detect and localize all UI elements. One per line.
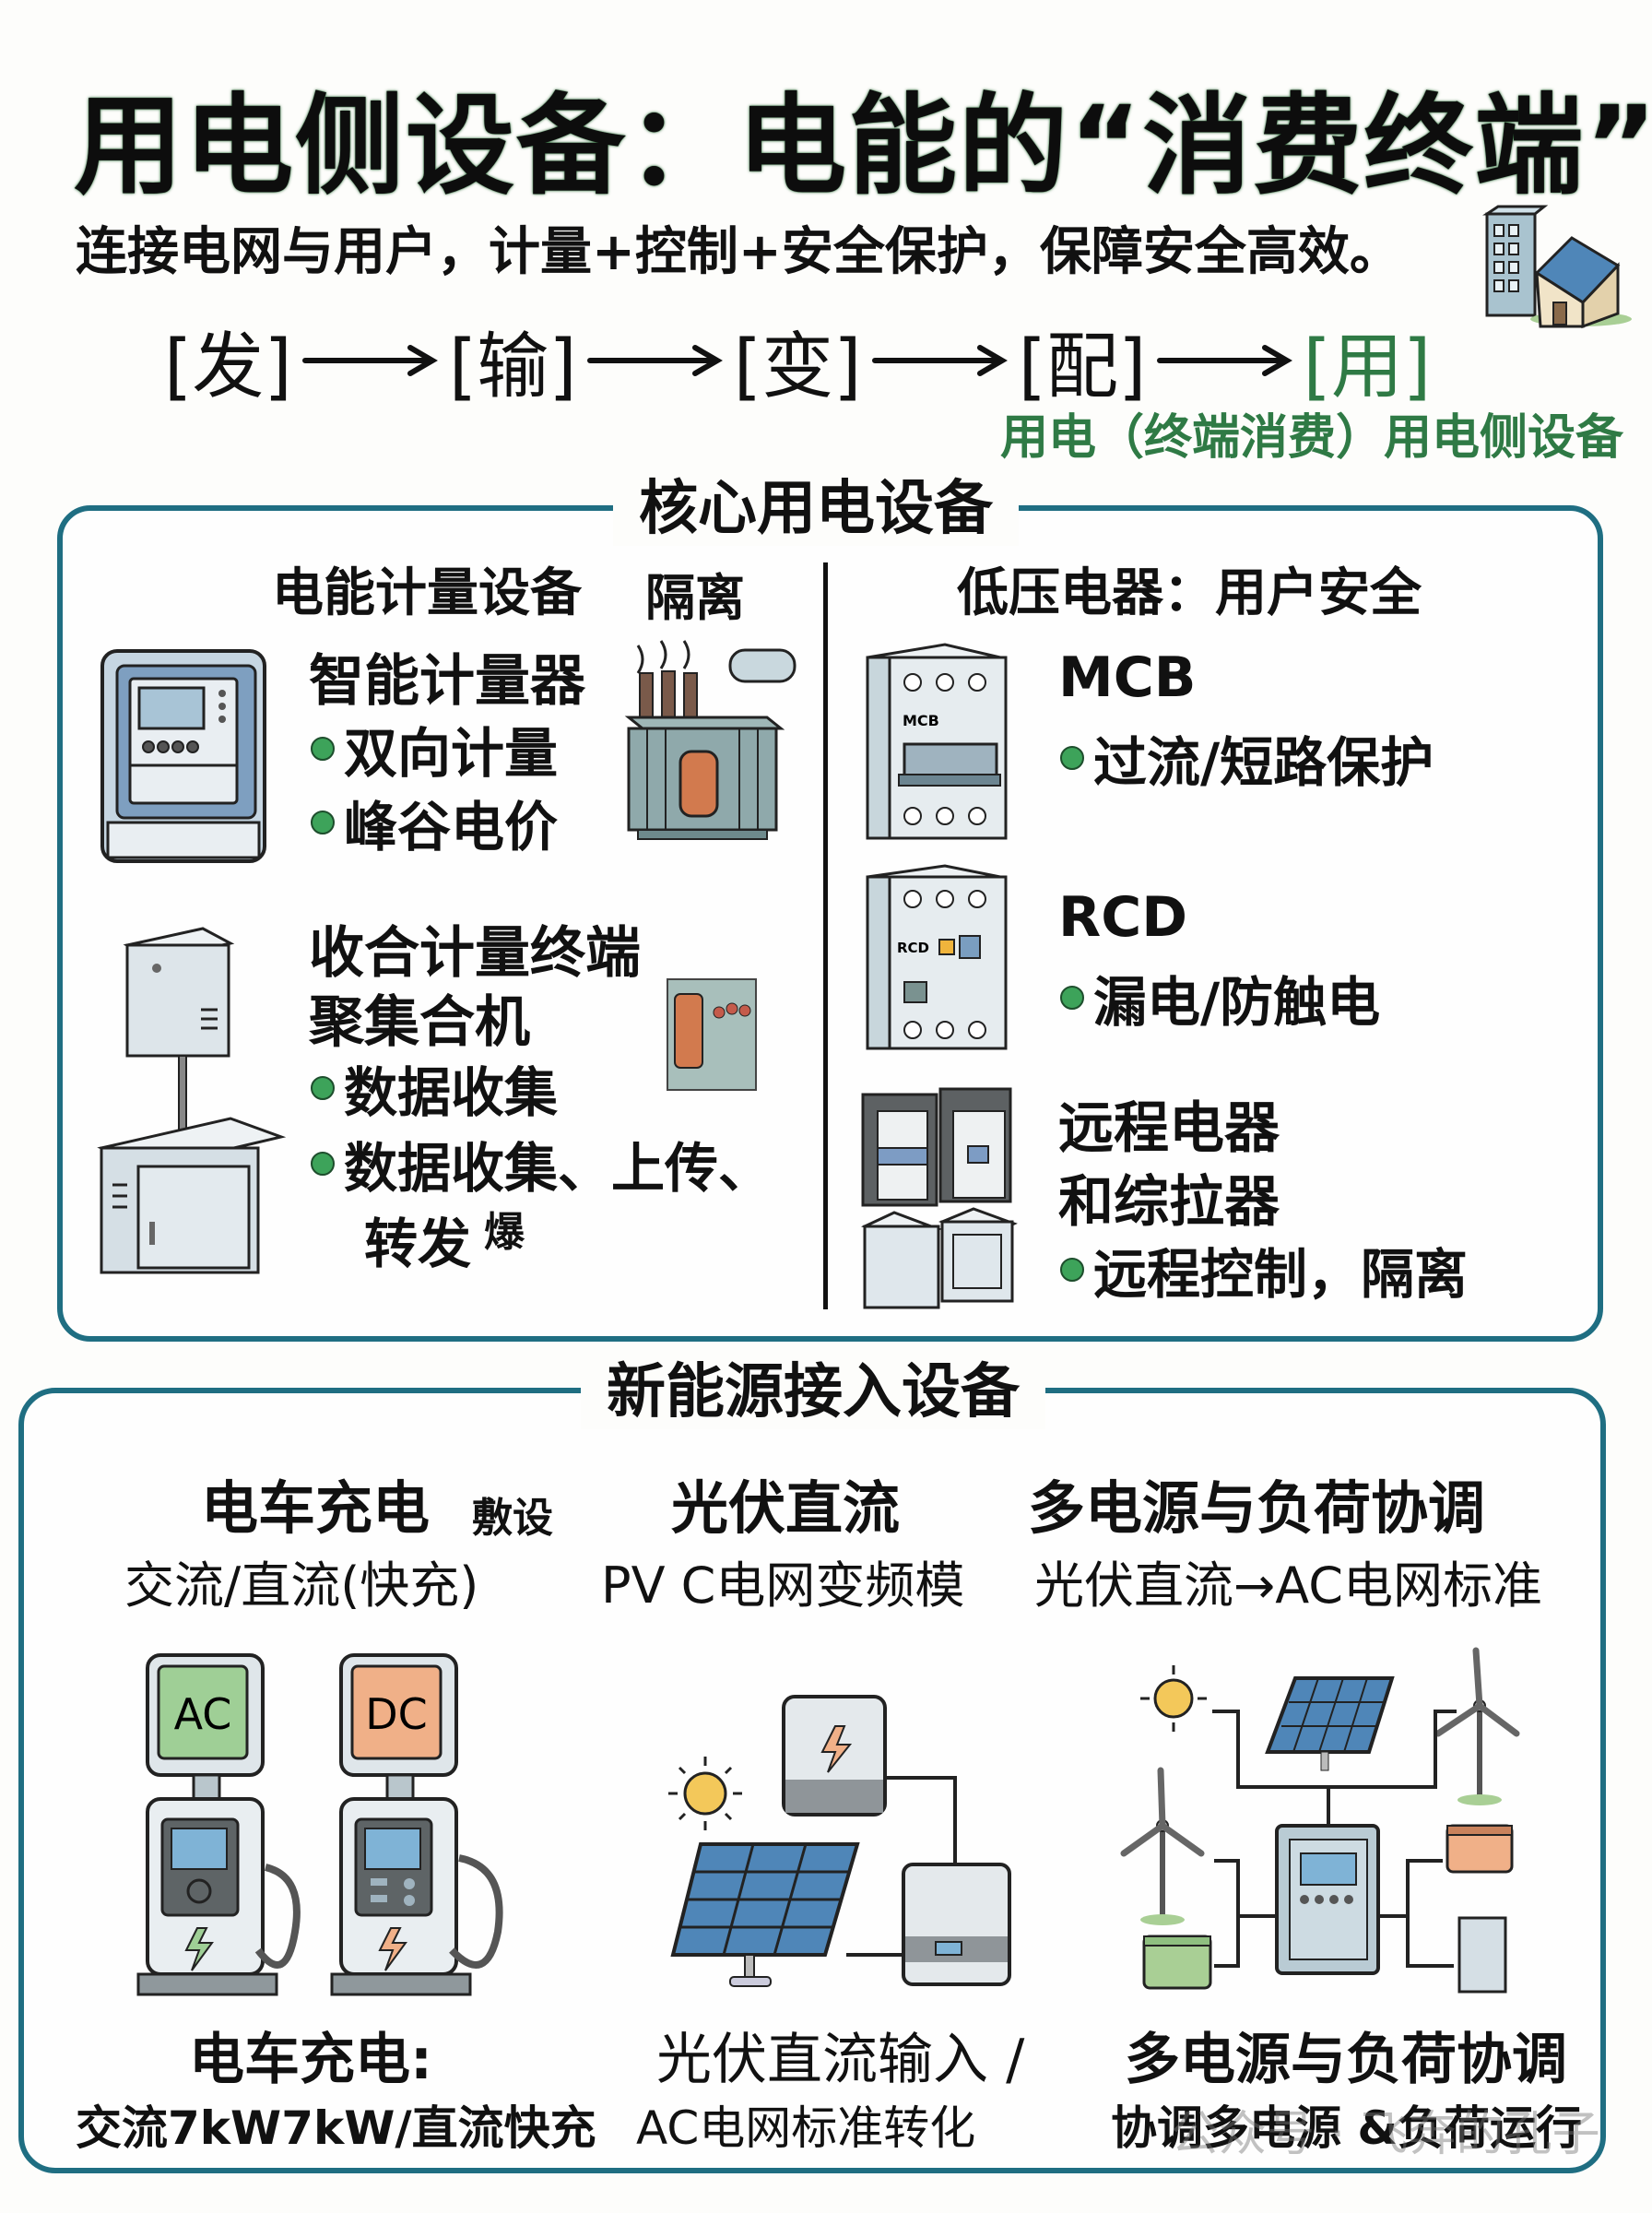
core-devices-panel (57, 505, 1603, 1342)
rcd-name: RCD (1058, 885, 1188, 950)
flow-step-transform: [变] (733, 325, 862, 408)
metering-heading-extra: 隔离 (645, 569, 745, 627)
bullet-dot-icon (1060, 1258, 1084, 1282)
bullet-item: 峰谷电价 (311, 784, 558, 861)
flow-caption: 用电（终端消费）用电侧设备 (1000, 410, 1624, 466)
ac-badge-label: AC (174, 1689, 232, 1739)
battery-green-icon (1142, 1935, 1212, 1990)
contactor-relay-icon (861, 1087, 1018, 1309)
bullet-dot-icon (1060, 986, 1084, 1010)
mcb-breaker-icon: MCB (866, 643, 1008, 840)
relay-name-line2: 和综拉器 (1058, 1170, 1280, 1235)
flow-step-generate: [发] (164, 325, 292, 408)
building-house-icon (1482, 205, 1632, 329)
concentrator-tail-extra: 爆 (484, 1209, 525, 1256)
smart-meter-name: 智能计量器 (309, 649, 585, 714)
concentrator-name-line2: 聚集合机 (309, 990, 530, 1055)
bullet-item: 数据收集、上传、 (311, 1125, 772, 1202)
flow-step-use: [用] (1303, 325, 1432, 408)
dc-charger-icon: DC (330, 1653, 503, 1996)
pv-dc-footer-desc: AC电网标准转化 (636, 2101, 976, 2155)
column-divider (823, 562, 828, 1309)
concentrator-cabinet-icon (97, 927, 287, 1274)
ev-charging-heading-extra: 敷设 (472, 1495, 553, 1542)
ev-charging-heading: 电车充电 (201, 1474, 431, 1542)
ev-charging-footer-desc: 交流7kW7kW/直流快充 (76, 2101, 596, 2155)
inverter-icon (902, 1863, 1011, 1986)
wind-turbine-icon (1434, 1647, 1520, 1805)
ac-charger-icon: AC (136, 1653, 301, 1996)
wind-turbine-icon (1120, 1767, 1205, 1925)
controller-cabinet-icon (1275, 1824, 1380, 1975)
pv-dc-heading: 光伏直流 (671, 1474, 901, 1542)
storage-unit-icon (1457, 1916, 1507, 1994)
rcd-breaker-icon: RCD (866, 864, 1008, 1050)
bullet-item: 远程控制，隔离 (1060, 1231, 1468, 1308)
concentrator-name-line1: 收合计量终端 (309, 921, 641, 986)
sun-icon (1140, 1665, 1207, 1732)
flow-step-transmit: [输] (448, 325, 577, 408)
mcb-device-label: MCB (903, 712, 939, 729)
multi-source-illustration (1120, 1647, 1520, 1994)
bullet-item: 漏电/防触电 (1060, 959, 1380, 1036)
low-voltage-heading: 低压电器：用户安全 (957, 563, 1422, 623)
multi-source-heading: 多电源与负荷协调 (1028, 1474, 1486, 1542)
pv-dc-sub: PV C电网变频模 (601, 1556, 965, 1615)
core-panel-title: 核心用电设备 (613, 461, 1019, 546)
bullet-item: 过流/短路保护 (1060, 719, 1434, 797)
bullet-dot-icon (311, 811, 335, 834)
bullet-dot-icon (311, 1076, 335, 1100)
arrow-right-icon (586, 345, 723, 376)
transformer-icon (624, 640, 796, 840)
ev-charging-sub: 交流/直流(快充) (124, 1556, 479, 1615)
mcb-name: MCB (1058, 645, 1197, 710)
ev-chargers-illustration: AC DC (136, 1653, 503, 1996)
sun-icon (668, 1757, 742, 1830)
smart-meter-icon (100, 649, 266, 863)
multi-source-sub: 光伏直流→AC电网标准 (1034, 1556, 1542, 1615)
flow-step-distribute: [配] (1018, 325, 1147, 408)
new-energy-panel-title: 新能源接入设备 (581, 1344, 1045, 1429)
multi-source-footer-desc: 协调多电源 &负荷运行 (1111, 2101, 1583, 2155)
bullet-dot-icon (311, 1152, 335, 1176)
metering-heading: 电能计量设备 (272, 563, 582, 623)
pv-dc-footer-title: 光伏直流输入 / (656, 2028, 1025, 2092)
arrow-right-icon (1156, 345, 1292, 376)
power-flow-chain: [发] [输] [变] [配] [用] (164, 309, 1431, 412)
bullet-dot-icon (1060, 746, 1084, 770)
page-title: 用电侧设备：电能的“消费终端” (74, 82, 1652, 209)
multi-source-footer-title: 多电源与负荷协调 (1125, 2028, 1567, 2092)
rcd-device-label: RCD (897, 940, 929, 956)
arrow-right-icon (301, 345, 438, 376)
bullet-item: 双向计量 (311, 710, 558, 787)
relay-module-icon (667, 978, 757, 1091)
bullet-item: 数据收集 (311, 1049, 558, 1127)
battery-orange-icon (1446, 1824, 1514, 1874)
bullet-dot-icon (311, 737, 335, 761)
pv-inverter-illustration (668, 1695, 1011, 1987)
ev-charging-footer-title: 电车充电: (189, 2028, 432, 2092)
arrow-right-icon (871, 345, 1008, 376)
dc-badge-label: DC (365, 1689, 428, 1739)
solar-panel-icon (670, 1842, 860, 1987)
page-subtitle: 连接电网与用户，计量+控制+安全保护，保障安全高效。 (76, 222, 1401, 282)
solar-panel-icon (1265, 1676, 1395, 1771)
watermark: 公众号 · 飞奔的孔子 (1171, 2107, 1600, 2162)
concentrator-tail: 转发 (364, 1213, 472, 1275)
dc-converter-icon (782, 1695, 887, 1817)
relay-name-line1: 远程电器 (1058, 1096, 1280, 1161)
